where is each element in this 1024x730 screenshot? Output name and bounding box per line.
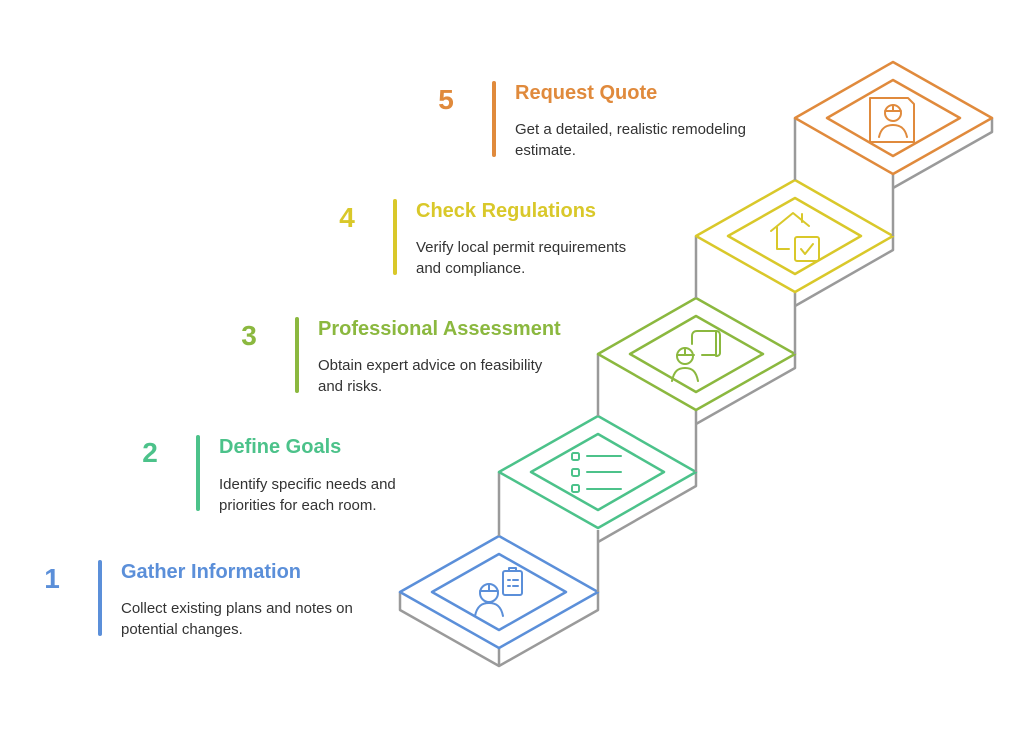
step-5-description: Get a detailed, realistic remodeling est… — [515, 119, 785, 161]
step-5-description-line-1: Get a detailed, realistic remodeling — [515, 121, 746, 138]
step-1-title: Gather Information — [121, 561, 302, 583]
step-3-description-line-2: and risks. — [318, 378, 383, 395]
step-4-description-line-1: Verify local permit requirements — [416, 239, 627, 256]
step-5-bar — [492, 81, 496, 157]
worker-clipboard-icon — [474, 567, 523, 617]
worker-blueprint-icon — [671, 330, 721, 382]
step-4-description: Verify local permit requirements and com… — [416, 237, 686, 279]
step-5-title: Request Quote — [515, 82, 658, 104]
step-3-description-line-1: Obtain expert advice on feasibility — [318, 357, 543, 374]
step-4-bar — [393, 199, 397, 275]
stair-step-1 — [398, 534, 600, 668]
step-4-description-line-2: and compliance. — [416, 260, 526, 277]
step-1-description: Collect existing plans and notes on pote… — [121, 598, 391, 640]
stair-step-4 — [694, 178, 895, 354]
checklist-icon — [571, 452, 622, 493]
step-2-description: Identify specific needs and priorities f… — [219, 474, 489, 516]
step-2-description-line-2: priorities for each room. — [219, 497, 377, 514]
stair-step-3 — [596, 296, 797, 472]
step-2-number: 2 — [142, 437, 158, 468]
house-document-check-icon — [770, 212, 820, 262]
step-2-bar — [196, 435, 200, 511]
stair-step-2 — [497, 414, 698, 592]
step-2-description-line-1: Identify specific needs and — [219, 476, 396, 493]
step-1-number: 1 — [44, 563, 60, 594]
step-4-number: 4 — [339, 202, 355, 233]
step-1-bar — [98, 560, 102, 636]
step-3-description: Obtain expert advice on feasibility and … — [318, 355, 588, 397]
step-3-number: 3 — [241, 320, 257, 351]
step-4-title: Check Regulations — [416, 200, 597, 222]
step-3-bar — [295, 317, 299, 393]
stair-step-5 — [793, 60, 994, 236]
step-3-title: Professional Assessment — [318, 318, 561, 340]
step-1-description-line-1: Collect existing plans and notes on — [121, 600, 353, 617]
step-5-number: 5 — [438, 84, 454, 115]
step-5-description-line-2: estimate. — [515, 142, 576, 159]
worker-document-icon — [869, 97, 915, 143]
step-1-description-line-2: potential changes. — [121, 621, 243, 638]
step-2-title: Define Goals — [219, 436, 342, 458]
